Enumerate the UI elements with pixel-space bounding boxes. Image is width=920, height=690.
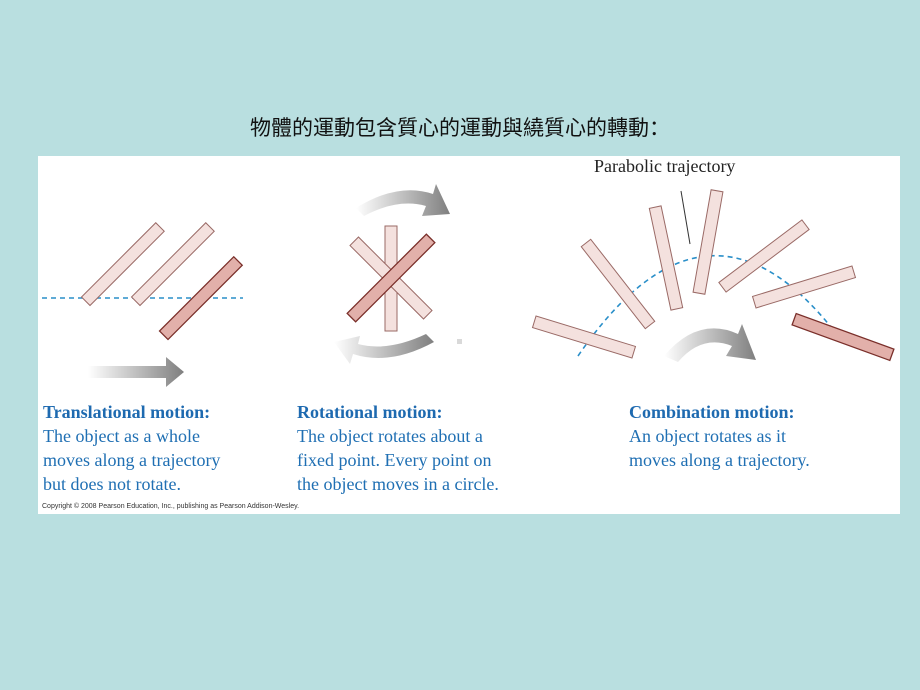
caption-line: moves along a trajectory (43, 450, 221, 470)
trajectory-pointer-line (680, 190, 691, 245)
combination-arrow (664, 324, 756, 362)
rod-faded-1 (80, 222, 165, 307)
parabolic-dashed-path (577, 255, 839, 357)
caption-line: An object rotates as it (629, 426, 786, 446)
rod-combo-6 (751, 265, 857, 309)
translation-arrow (88, 357, 184, 387)
rod-combo-3 (648, 205, 684, 311)
trajectory-label: Parabolic trajectory (594, 156, 736, 176)
caption-heading: Combination motion: (629, 402, 795, 422)
dot-marker (457, 339, 462, 344)
rod-faded-2 (130, 222, 215, 307)
rod-diagonal-solid (346, 233, 436, 323)
rotational-diagram (334, 184, 462, 364)
caption-line: moves along a trajectory. (629, 450, 810, 470)
caption-heading: Translational motion: (43, 402, 211, 422)
rod-solid (158, 255, 244, 341)
motion-figure: Parabolic trajectory Translational motio… (38, 156, 900, 514)
caption-line: but does not rotate. (43, 474, 181, 494)
caption-rotational: Rotational motion: The object rotates ab… (297, 400, 499, 496)
caption-heading: Rotational motion: (297, 402, 443, 422)
rod-combo-5 (718, 219, 810, 293)
rod-combo-solid (791, 312, 895, 362)
slide-title: 物體的運動包含質心的運動與繞質心的轉動： (250, 116, 670, 140)
caption-line: The object rotates about a (297, 426, 483, 446)
figure-graphics (42, 184, 895, 387)
caption-line: the object moves in a circle. (297, 474, 499, 494)
rod-combo-1 (531, 315, 637, 359)
caption-line: The object as a whole (43, 426, 200, 446)
rod-combo-4 (692, 189, 724, 295)
combination-diagram (531, 189, 895, 362)
rod-combo-2 (580, 238, 656, 330)
copyright-notice: Copyright © 2008 Pearson Education, Inc.… (42, 503, 300, 510)
rotation-arrow-bottom (334, 334, 434, 364)
rotation-arrow-top (356, 184, 450, 216)
caption-translational: Translational motion: The object as a wh… (43, 400, 220, 496)
caption-combination: Combination motion: An object rotates as… (629, 400, 810, 472)
caption-line: fixed point. Every point on (297, 450, 492, 470)
translational-diagram (42, 222, 244, 387)
